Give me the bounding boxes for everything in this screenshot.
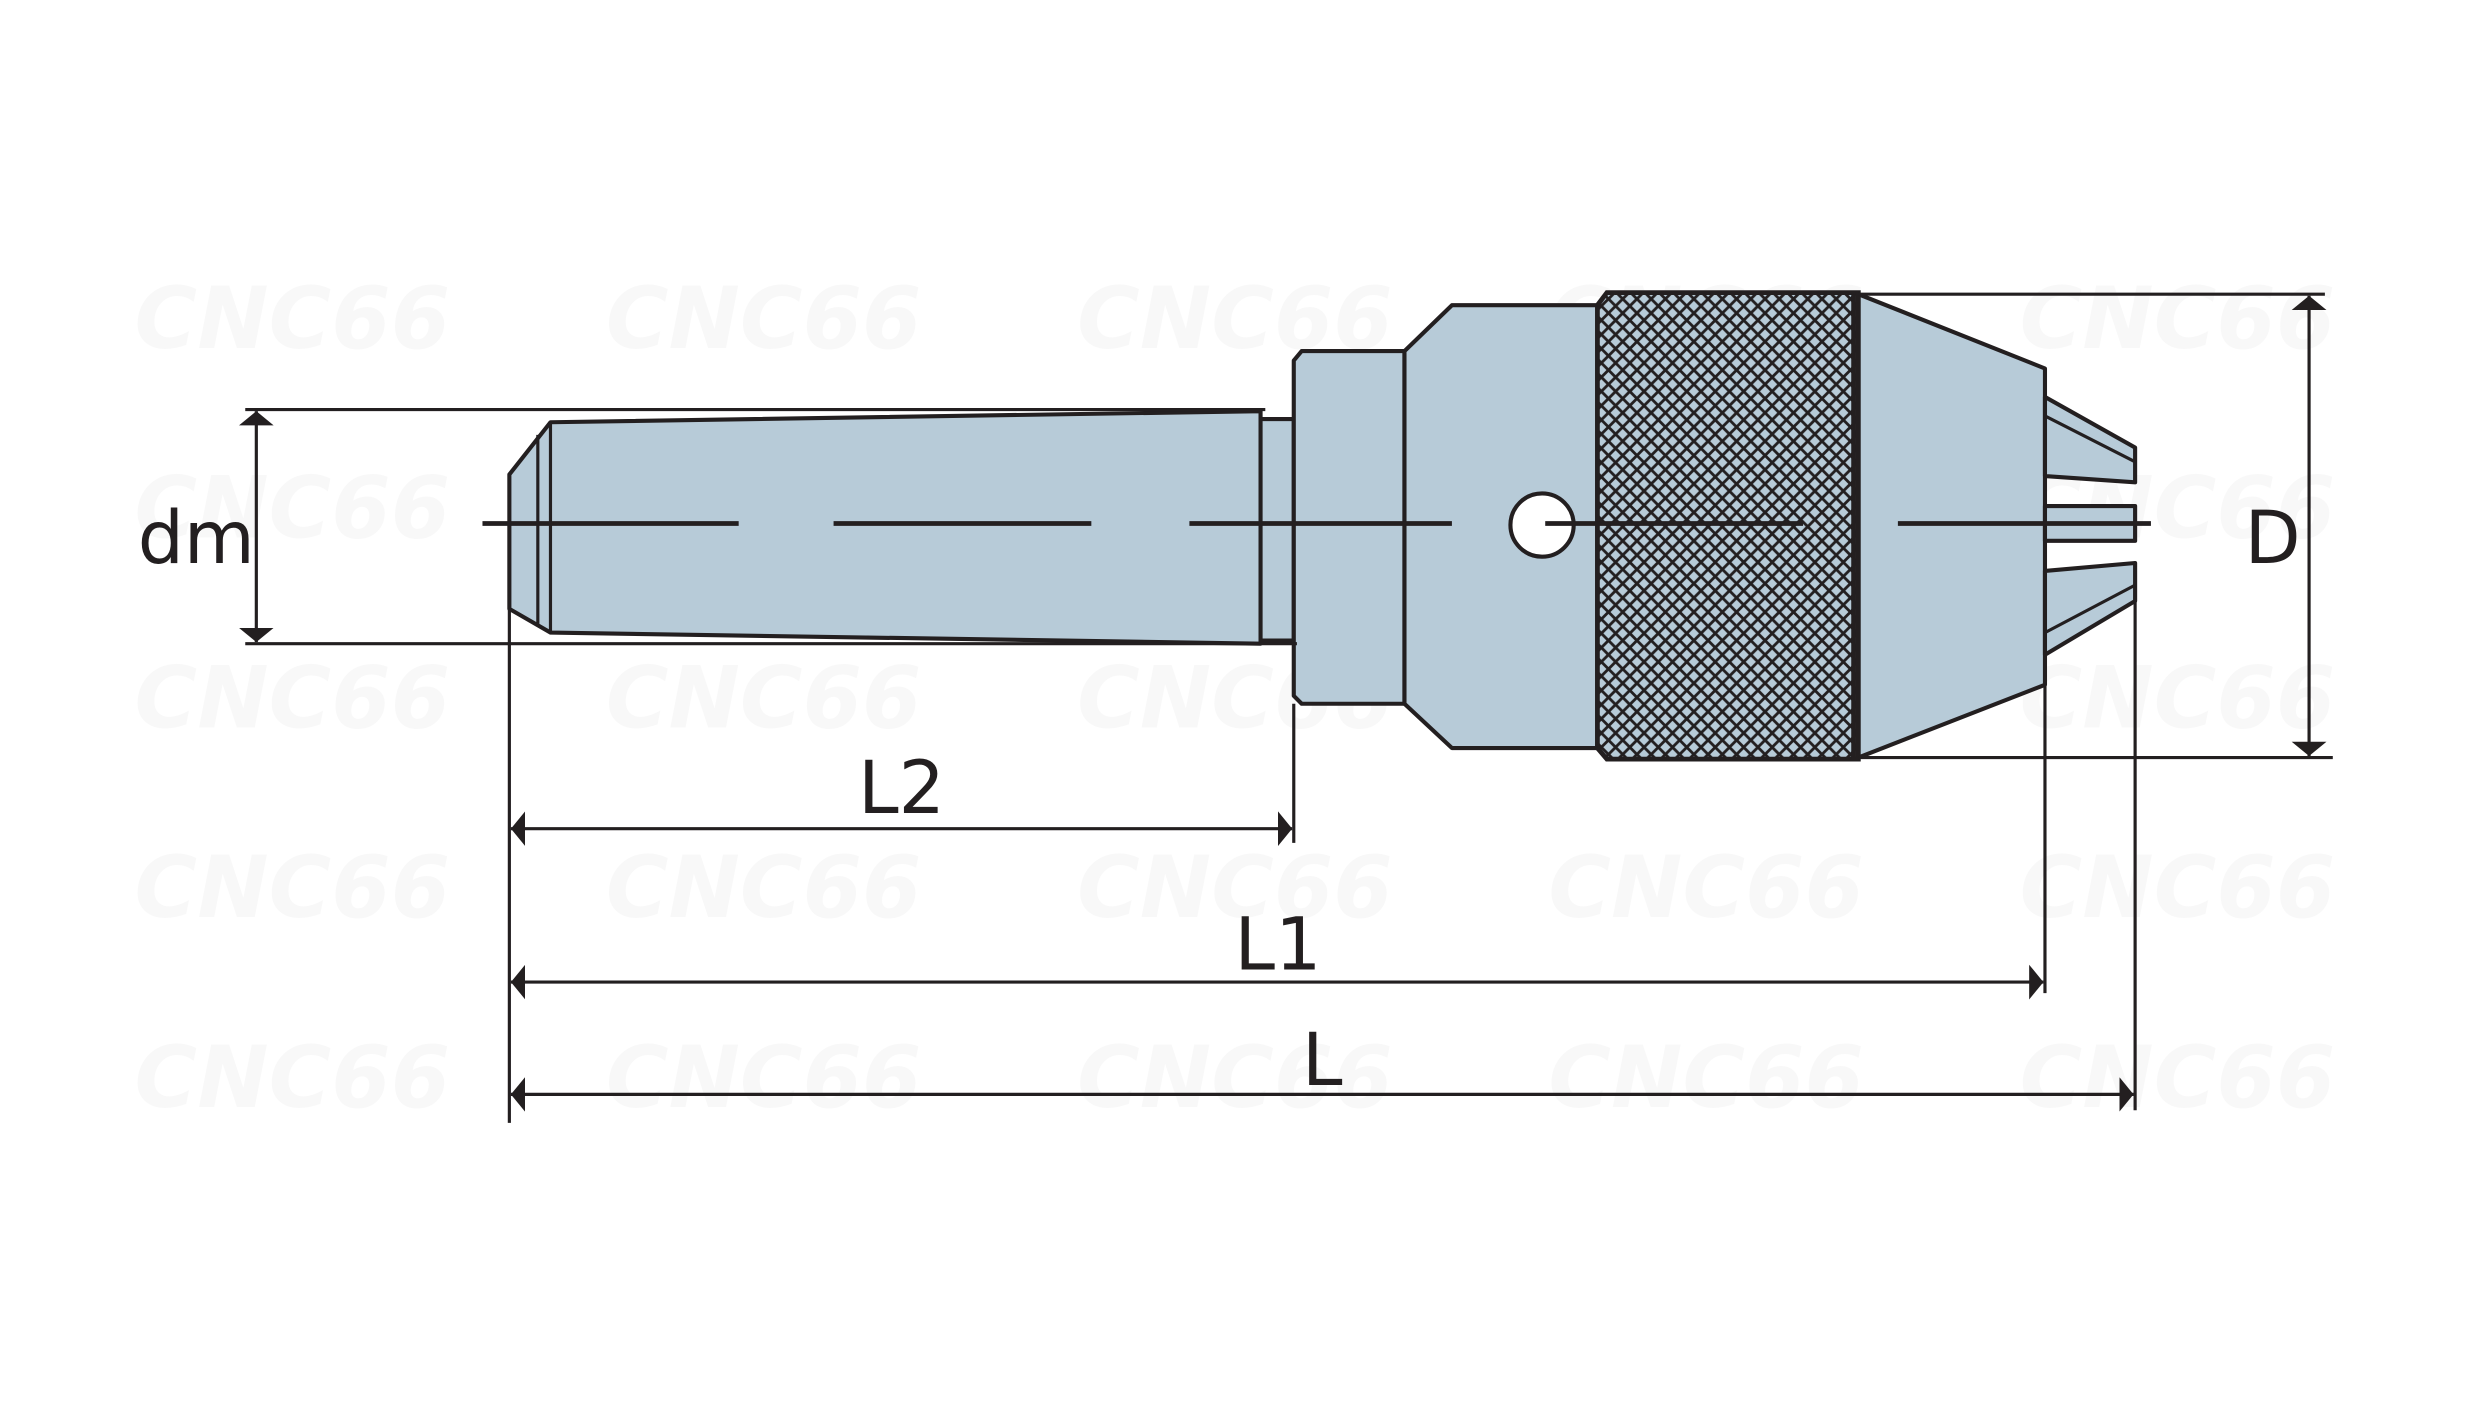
L2-dimension: L2 [510,746,1293,847]
shank-neck [1258,417,1296,643]
dm-label: dm [138,496,255,581]
D-label: D [2245,496,2301,581]
taper-shank [507,409,1263,646]
watermark-text: CNC66 [1548,839,1864,938]
L2-label: L2 [858,746,945,831]
watermark-text: CNC66 [135,839,451,938]
chuck-collar [1291,349,1407,706]
L1-label: L1 [1235,902,1322,987]
watermark-text: CNC66 [606,1029,922,1128]
watermark-text: CNC66 [2020,839,2336,938]
D-dimension: D [1858,292,2333,760]
watermark-text: CNC66 [2020,649,2336,748]
watermark-text: CNC66 [606,839,922,938]
dm-dimension: dm [138,408,1297,646]
L-dimension: L [510,1018,2134,1112]
watermark-text: CNC66 [135,1029,451,1128]
L-label: L [1302,1018,1343,1103]
watermark-text: CNC66 [606,270,922,369]
watermark-text: CNC66 [135,270,451,369]
watermark-text: CNC66 [2020,270,2336,369]
L1-dimension: L1 [510,902,2044,1000]
watermark-text: CNC66 [2020,1029,2336,1128]
watermark-text: CNC66 [606,649,922,748]
jaw-upper-edge [2044,414,2136,464]
watermark-text: CNC66 [1077,1029,1393,1128]
jaw-lower-edge [2044,583,2136,634]
watermark-text: CNC66 [135,649,451,748]
watermark-text: CNC66 [1548,1029,1864,1128]
